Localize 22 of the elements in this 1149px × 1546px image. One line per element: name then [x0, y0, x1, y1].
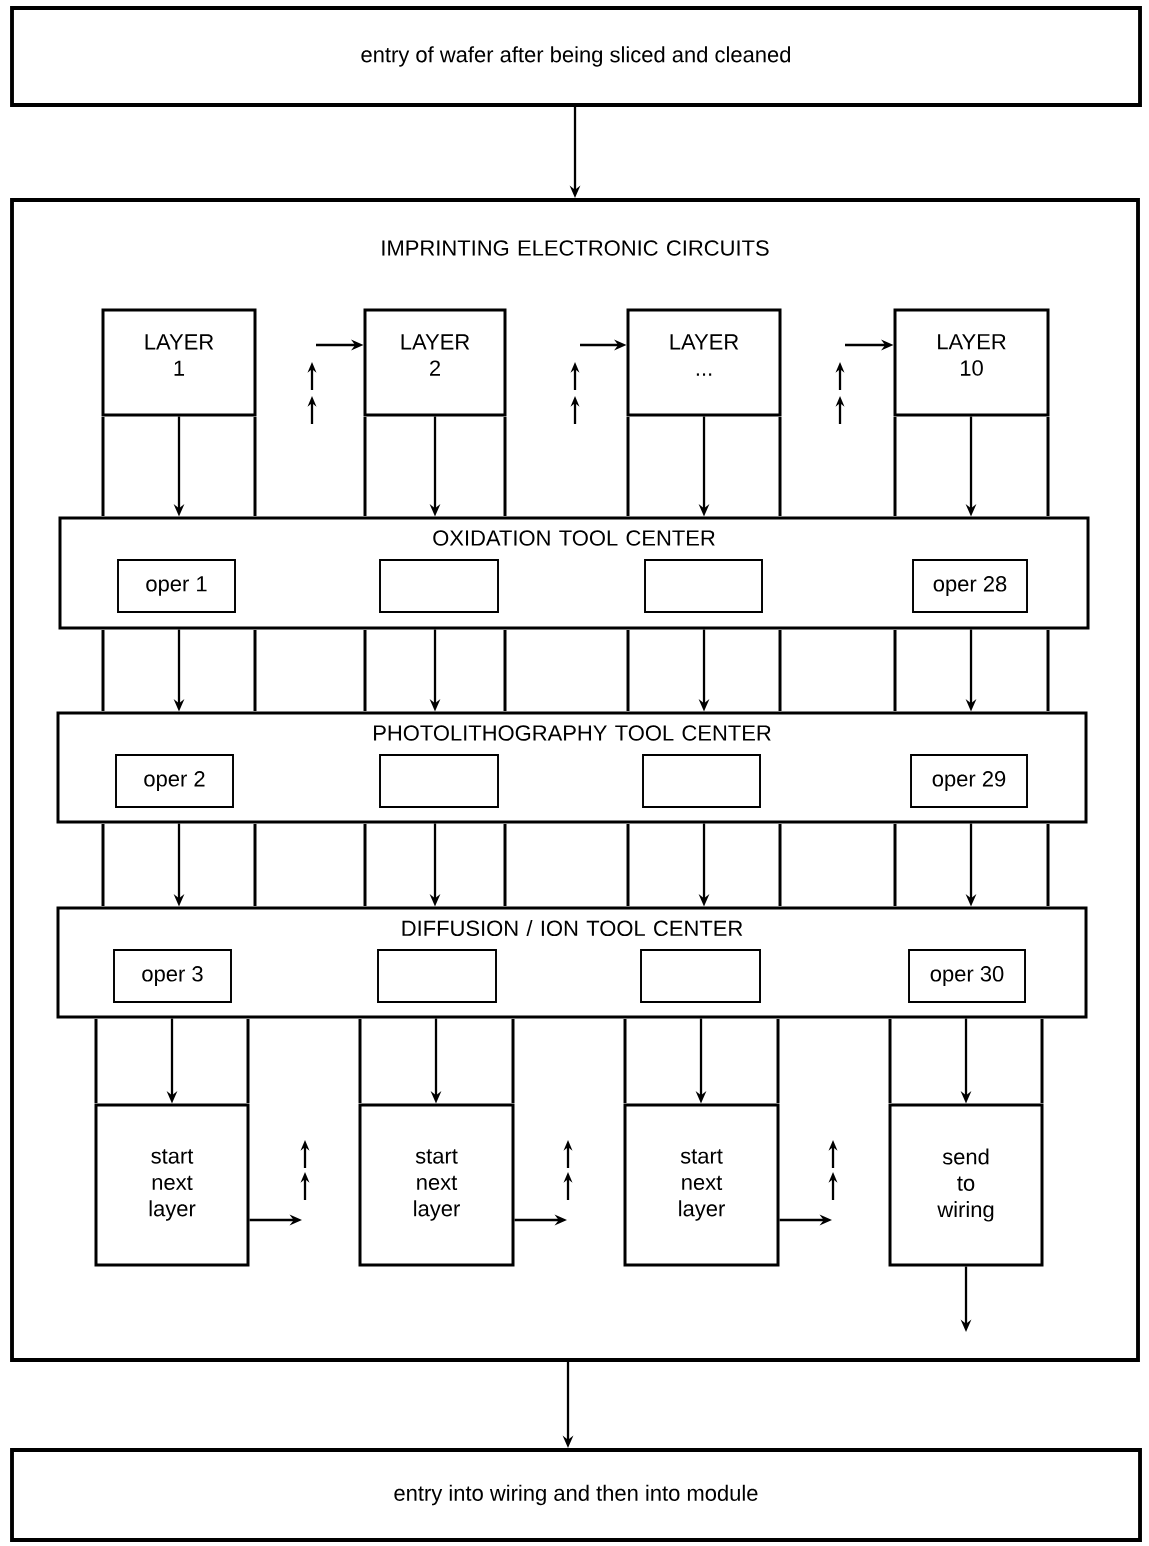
operation-box: [644, 559, 763, 613]
operation-box: [640, 949, 761, 1003]
operation-box: [379, 559, 499, 613]
operation-box: oper 28: [912, 559, 1028, 613]
operation-box: oper 1: [117, 559, 236, 613]
step-box: start next layer: [623, 1103, 780, 1267]
operation-box: [377, 949, 497, 1003]
layer-column: LAYER ...: [626, 308, 782, 417]
operation-box: oper 2: [115, 754, 234, 808]
process-box: entry into wiring and then into module: [10, 1448, 1142, 1542]
layer-column: LAYER 10: [893, 308, 1050, 417]
operation-box: [379, 754, 499, 808]
step-box: start next layer: [94, 1103, 250, 1267]
layer-column: LAYER 2: [363, 308, 507, 417]
process-box: entry of wafer after being sliced and cleaned: [10, 6, 1142, 107]
step-box: send to wiring: [888, 1103, 1044, 1267]
operation-box: oper 3: [113, 949, 232, 1003]
operation-box: oper 30: [908, 949, 1026, 1003]
operation-box: [642, 754, 761, 808]
layer-column: LAYER 1: [101, 308, 257, 417]
step-box: start next layer: [358, 1103, 515, 1267]
operation-box: oper 29: [910, 754, 1028, 808]
